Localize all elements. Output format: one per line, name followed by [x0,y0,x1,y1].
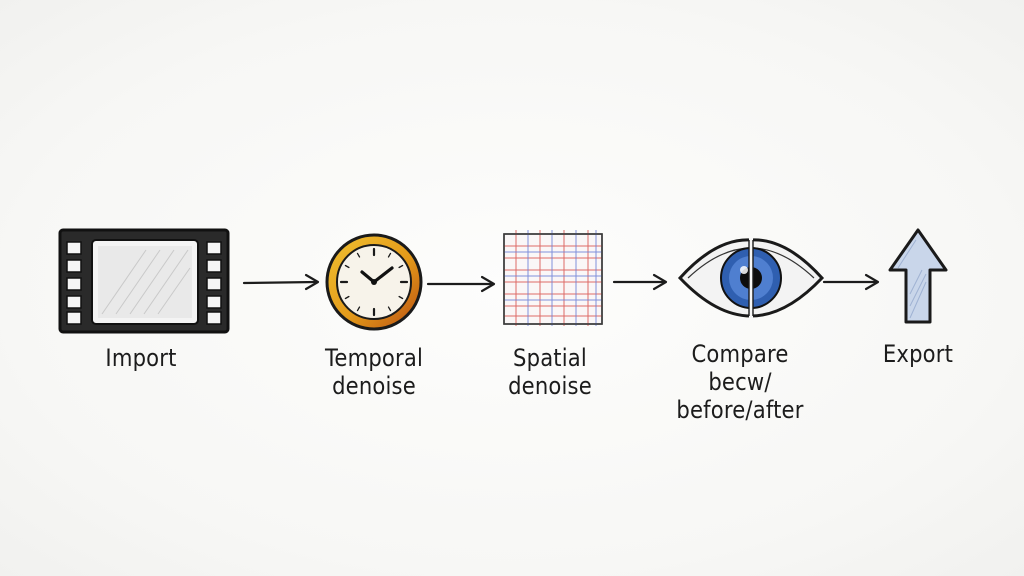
grid-icon [503,230,603,326]
flow-arrow-2 [426,275,496,293]
flow-arrow-3 [612,273,668,291]
clock-icon [325,233,423,331]
eye-icon [677,238,825,318]
step-spatial-line-1: Spatial [513,344,587,372]
step-import-label: Import [84,344,198,372]
step-spatial-label: Spatial denoise [485,344,615,400]
step-temporal-line-2: denoise [332,372,416,400]
step-compare-line-2: becw/ [708,368,772,396]
step-import-line-1: Import [105,344,177,372]
step-export-line-1: Export [882,340,954,368]
film-frame-icon [58,228,230,334]
step-compare-line-3: before/after [676,396,804,424]
step-temporal-line-1: Temporal [324,344,424,372]
step-export-label: Export [860,340,976,368]
flow-arrow-4 [822,273,880,291]
up-arrow-icon [888,228,948,324]
step-compare-line-1: Compare [691,340,789,368]
step-spatial-line-2: denoise [508,372,592,400]
flow-arrow-1 [242,273,320,291]
step-compare-label: Compare becw/ before/after [673,340,807,424]
step-temporal-label: Temporal denoise [309,344,439,400]
